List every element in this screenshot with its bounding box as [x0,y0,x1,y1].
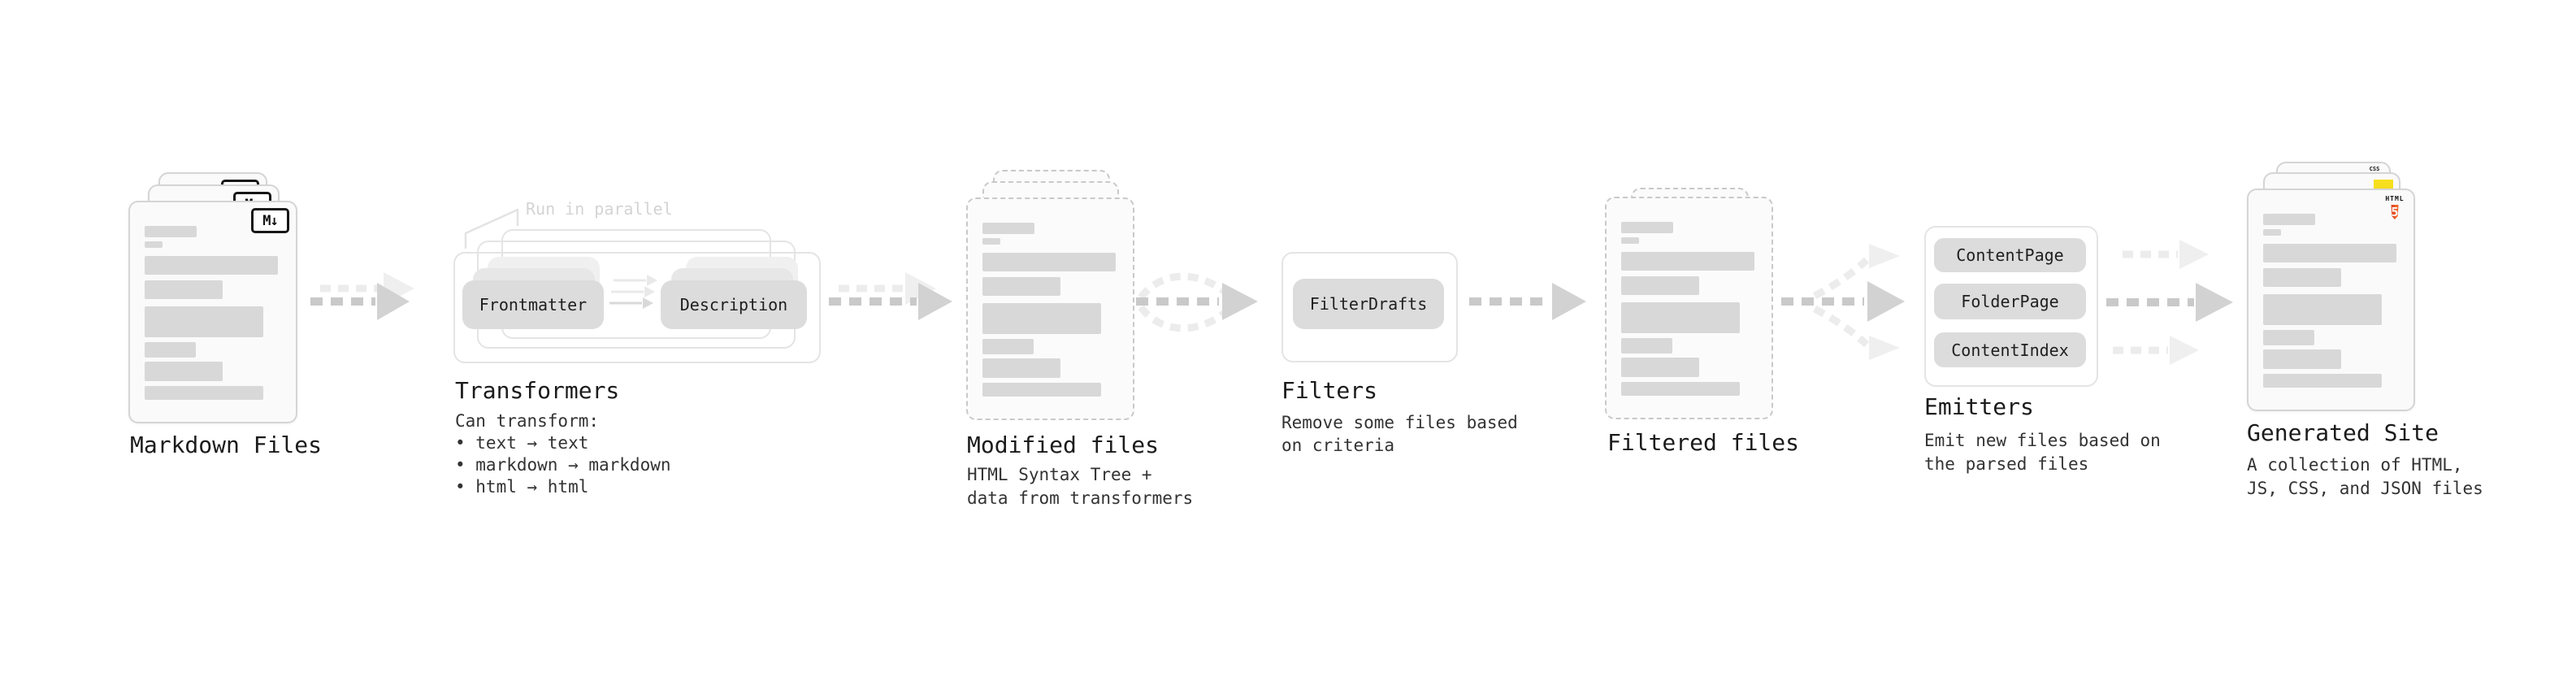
content-placeholder-bar [145,386,263,400]
content-placeholder-bar [145,226,197,237]
content-placeholder-bar [1621,237,1639,244]
content-placeholder-bar [1621,302,1740,333]
markdown-files-title: Markdown Files [130,432,323,458]
css-icon-label: CSS [2369,166,2380,172]
generated-note-line: JS, CSS, and JSON files [2247,479,2483,498]
generated-note-line: A collection of HTML, [2247,455,2463,475]
content-placeholder-bar [145,280,223,299]
generated-site-title: Generated Site [2247,419,2439,446]
filter-node-filterdrafts: FilterDrafts [1293,279,1444,329]
content-placeholder-bar [2263,294,2382,325]
content-placeholder-bar [982,339,1034,354]
generated-site-notes: A collection of HTML, JS, CSS, and JSON … [2247,453,2483,501]
modified-note-line: HTML Syntax Tree + [967,465,1152,484]
content-placeholder-bar [982,277,1060,296]
content-placeholder-bar [145,241,163,248]
html5-icon: HTML 5 [2383,195,2406,222]
content-placeholder-bar [982,238,1000,245]
emitters-note-line: the parsed files [1924,454,2089,474]
arrow-filtered-to-emitters [1781,244,1905,360]
content-placeholder-bar [2263,349,2341,369]
parallel-note-leader-line [464,208,519,249]
content-placeholder-bar [1621,252,1754,271]
filters-note-line: Remove some files based [1281,413,1518,432]
transformer-container-front [453,252,821,363]
filters-note-line: on criteria [1281,436,1395,455]
html5-icon-label: HTML [2385,195,2405,202]
transformers-note-line: Can transform: [455,411,600,431]
content-placeholder-bar [1621,276,1699,295]
arrow-markdown-to-transformers [310,272,414,320]
markdown-icon: M↓ [251,208,289,233]
transformers-note-line: • html → html [455,477,589,497]
markdown-doc-front: M↓ [128,201,297,423]
arrow-emitters-to-generated [2106,240,2233,365]
html5-icon-shield: 5 [2391,205,2399,219]
modified-doc-front [966,197,1134,420]
transformer-node-description: Description [661,280,807,329]
content-placeholder-bar [982,253,1116,271]
content-placeholder-bar [2263,374,2382,388]
filters-notes: Remove some files based on criteria [1281,411,1518,457]
arrow-frontmatter-to-description [609,275,657,309]
content-placeholder-bar [2263,330,2314,345]
generated-doc-html: HTML 5 [2247,189,2415,411]
arrow-modified-to-filters [1136,272,1258,332]
content-placeholder-bar [982,303,1101,334]
transformers-note-line: • markdown → markdown [455,455,671,475]
emitter-node-contentpage: ContentPage [1934,238,2086,272]
content-placeholder-bar [2263,214,2315,225]
content-placeholder-bar [2263,268,2341,287]
js-file-icon [2374,180,2393,189]
arrow-filters-to-filtered [1469,283,1586,320]
arrow-transformers-to-modified [829,272,952,320]
emitters-title: Emitters [1924,393,2034,420]
emitters-note-line: Emit new files based on [1924,431,2161,450]
emitters-notes: Emit new files based on the parsed files [1924,429,2161,476]
content-placeholder-bar [982,383,1101,397]
content-placeholder-bar [145,362,223,381]
content-placeholder-bar [145,306,263,337]
filters-title: Filters [1281,377,1378,404]
content-placeholder-bar [982,358,1060,378]
content-placeholder-bar [1621,358,1699,377]
transformers-note-line: • text → text [455,433,589,453]
transformers-notes: Can transform: • text → text • markdown … [455,410,671,498]
run-in-parallel-note: Run in parallel [526,199,673,219]
content-placeholder-bar [1621,338,1672,354]
emitter-node-folderpage: FolderPage [1934,284,2086,319]
filtered-files-title: Filtered files [1607,429,1800,456]
content-placeholder-bar [982,223,1034,234]
transformer-node-frontmatter: Frontmatter [462,280,604,329]
content-placeholder-bar [2263,244,2396,262]
emitter-node-contentindex: ContentIndex [1934,332,2086,367]
content-placeholder-bar [2263,229,2281,236]
content-placeholder-bar [1621,222,1673,233]
content-placeholder-bar [1621,382,1740,396]
content-placeholder-bar [145,342,196,358]
modified-files-title: Modified files [967,432,1160,458]
modified-note-line: data from transformers [967,488,1194,508]
modified-files-notes: HTML Syntax Tree + data from transformer… [967,463,1193,510]
content-placeholder-bar [145,256,278,275]
transformers-title: Transformers [455,377,620,404]
filtered-doc-front [1605,197,1773,419]
